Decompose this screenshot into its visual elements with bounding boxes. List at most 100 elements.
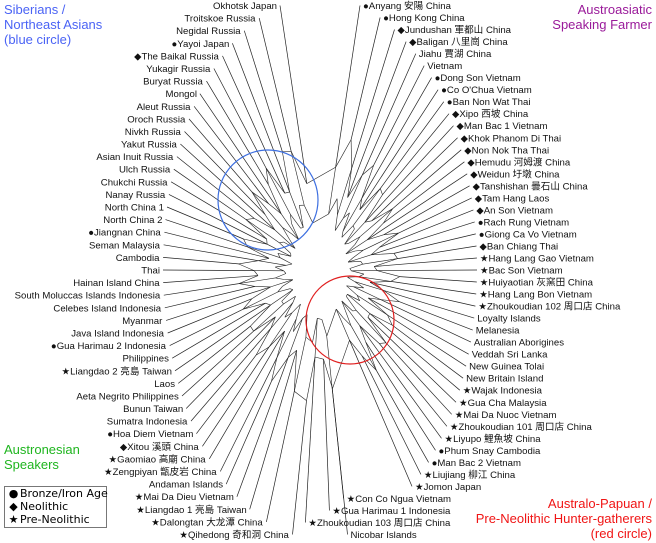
- taxon-label: ★Wajak Indonesia: [463, 386, 543, 397]
- network-edge: [341, 225, 354, 238]
- network-edge: [335, 5, 361, 168]
- diamond-marker-icon: ◆: [470, 169, 478, 180]
- taxon-label: ◆Xitou 溪頭 China: [120, 441, 200, 453]
- taxon-name: Hoa Diem Vietnam: [113, 429, 193, 440]
- taxon-label: Chukchi Russia: [101, 177, 168, 188]
- taxon-name: Gua Harimau 2 Indonesia: [57, 341, 167, 352]
- network-edge: [354, 236, 361, 245]
- taxon-name: Dong Son Vietnam: [440, 73, 520, 84]
- network-edge: [293, 318, 303, 332]
- group-australo-line2: Pre-Neolithic Hunter-gatherers: [475, 511, 652, 526]
- network-edge: [341, 300, 360, 326]
- taxon-name: Oroch Russia: [127, 114, 186, 125]
- network-edge: [343, 212, 350, 219]
- network-edge: [360, 261, 363, 265]
- network-edge: [270, 316, 276, 329]
- taxon-name: Hang Lang Gao Vietnam: [489, 254, 594, 265]
- network-edge: [253, 316, 276, 332]
- network-edge: [314, 318, 318, 358]
- star-marker-icon: ★: [135, 492, 144, 503]
- network-edge: [202, 346, 270, 447]
- network-edge: [346, 294, 348, 297]
- network-edge: [368, 297, 469, 355]
- legend-item-bronze: ●Bronze/Iron Age: [7, 487, 108, 500]
- network-edge: [253, 303, 284, 332]
- network-edge: [332, 340, 350, 390]
- network-edge: [344, 221, 366, 245]
- network-edge: [281, 301, 284, 305]
- circle-marker-icon: ●: [8, 487, 19, 500]
- taxon-label: ★Dalongtan 大龙潭 China: [151, 516, 263, 528]
- network-edge: [356, 294, 388, 316]
- star-marker-icon: ★: [104, 467, 113, 478]
- taxon-name: Xipo 西坡 China: [459, 108, 528, 120]
- network-edge: [348, 261, 361, 263]
- star-marker-icon: ★: [8, 513, 19, 526]
- network-edge: [266, 391, 295, 522]
- taxon-name: Xitou 溪頭 China: [127, 441, 199, 453]
- taxon-label: ●Hong Kong China: [383, 13, 465, 24]
- network-edge: [305, 356, 316, 523]
- taxon-name: Sumatra Indonesia: [107, 417, 188, 428]
- star-marker-icon: ★: [480, 254, 489, 265]
- star-marker-icon: ★: [480, 278, 489, 289]
- network-edge: [268, 203, 282, 215]
- taxon-name: Okhotsk Japan: [213, 1, 277, 12]
- star-marker-icon: ★: [136, 505, 145, 516]
- network-edge: [363, 232, 399, 251]
- network-edge: [380, 101, 445, 189]
- taxon-label: Melanesia: [476, 326, 520, 337]
- taxon-label: ●Co O'Chua Vietnam: [441, 85, 532, 96]
- network-edge: [168, 194, 268, 245]
- network-edge: [353, 286, 381, 300]
- network-edge: [164, 231, 270, 259]
- network-edge: [296, 304, 301, 319]
- network-edge: [361, 53, 417, 176]
- taxon-name: Bac Son Vietnam: [489, 266, 563, 277]
- taxon-label: ◆Non Nok Tha Thai: [464, 145, 549, 156]
- network-edge: [354, 281, 364, 289]
- taxon-name: Non Nok Tha Thai: [472, 145, 550, 156]
- network-edge: [323, 359, 333, 388]
- network-edge: [369, 313, 461, 391]
- network-edge: [334, 214, 338, 231]
- network-edge: [352, 249, 364, 259]
- network-edge: [268, 184, 282, 214]
- circle-marker-icon: ●: [383, 13, 389, 24]
- network-edge: [172, 302, 266, 359]
- diamond-marker-icon: ◆: [457, 121, 465, 132]
- network-edge: [173, 168, 247, 220]
- network-edge: [373, 266, 378, 271]
- network-edge: [368, 297, 388, 316]
- taxon-name: Aeta Negrito Philippines: [76, 392, 179, 403]
- network-edge: [291, 233, 299, 240]
- taxon-label: ◆Xipo 西坡 China: [452, 108, 529, 120]
- network-edge: [236, 357, 289, 497]
- group-austronesian-line1: Austronesian Speakers: [4, 442, 80, 472]
- network-edge: [317, 318, 322, 320]
- network-edge: [364, 220, 372, 223]
- network-edge: [341, 231, 344, 238]
- network-edge: [345, 250, 356, 255]
- network-edge: [344, 228, 355, 245]
- group-siberian-line1: Siberians / Northeast Asians: [4, 2, 103, 32]
- network-edge: [352, 225, 355, 230]
- taxon-label: ●Gua Harimau 2 Indonesia: [51, 341, 167, 352]
- taxon-name: Celebes Island Indonesia: [53, 303, 161, 314]
- taxon-name: Ban Chiang Thai: [487, 242, 558, 253]
- star-marker-icon: ★: [480, 266, 489, 277]
- network-edge: [177, 325, 251, 384]
- network-edge: [359, 188, 381, 210]
- network-edge: [219, 357, 278, 472]
- group-australo-line3: (red circle): [590, 526, 652, 541]
- taxon-label: ◆Jundushan 軍都山 China: [398, 25, 512, 36]
- taxon-name: Mongol: [166, 89, 197, 100]
- taxon-label: ●Anyang 安陽 China: [363, 0, 452, 12]
- taxon-label: ●Yayoi Japan: [172, 39, 230, 50]
- network-edge: [334, 218, 344, 231]
- taxon-label: Bunun Taiwan: [123, 404, 183, 415]
- taxon-name: Nanay Russia: [106, 190, 166, 201]
- network-edge: [358, 276, 391, 282]
- network-edge: [335, 308, 344, 318]
- network-edge: [253, 270, 259, 276]
